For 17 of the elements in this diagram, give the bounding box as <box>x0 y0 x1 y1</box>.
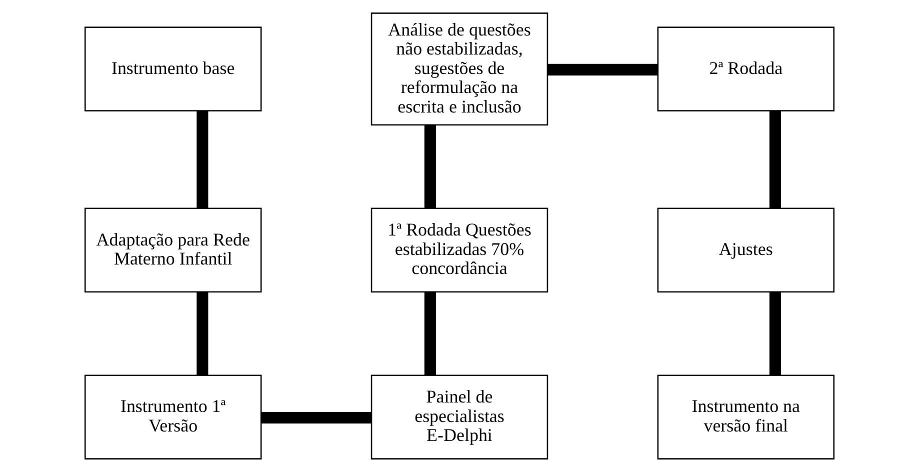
node-box: Instrumento 1ª Versão <box>84 374 262 460</box>
node-box: Ajustes <box>657 208 834 292</box>
connector <box>424 292 436 375</box>
node-box: 1ª Rodada Questões estabilizadas 70% concordância <box>370 208 548 292</box>
connector <box>769 111 781 208</box>
node-box: Adaptação para Rede Materno Infantil <box>84 208 262 292</box>
node-box: 2ª Rodada <box>657 26 834 112</box>
node-box: Análise de questões não estabilizadas, sugestões de reformulação na escrita e inclusão <box>370 12 548 126</box>
node-box: Instrumento base <box>84 26 262 112</box>
node-box: Painel de especialistas E-Delphi <box>370 374 548 460</box>
node-box: Instrumento na versão final <box>657 374 834 460</box>
connector <box>769 292 781 375</box>
connector <box>548 64 658 76</box>
connector <box>196 111 208 208</box>
connector <box>196 292 208 375</box>
connector <box>424 125 436 208</box>
connector <box>261 412 372 424</box>
